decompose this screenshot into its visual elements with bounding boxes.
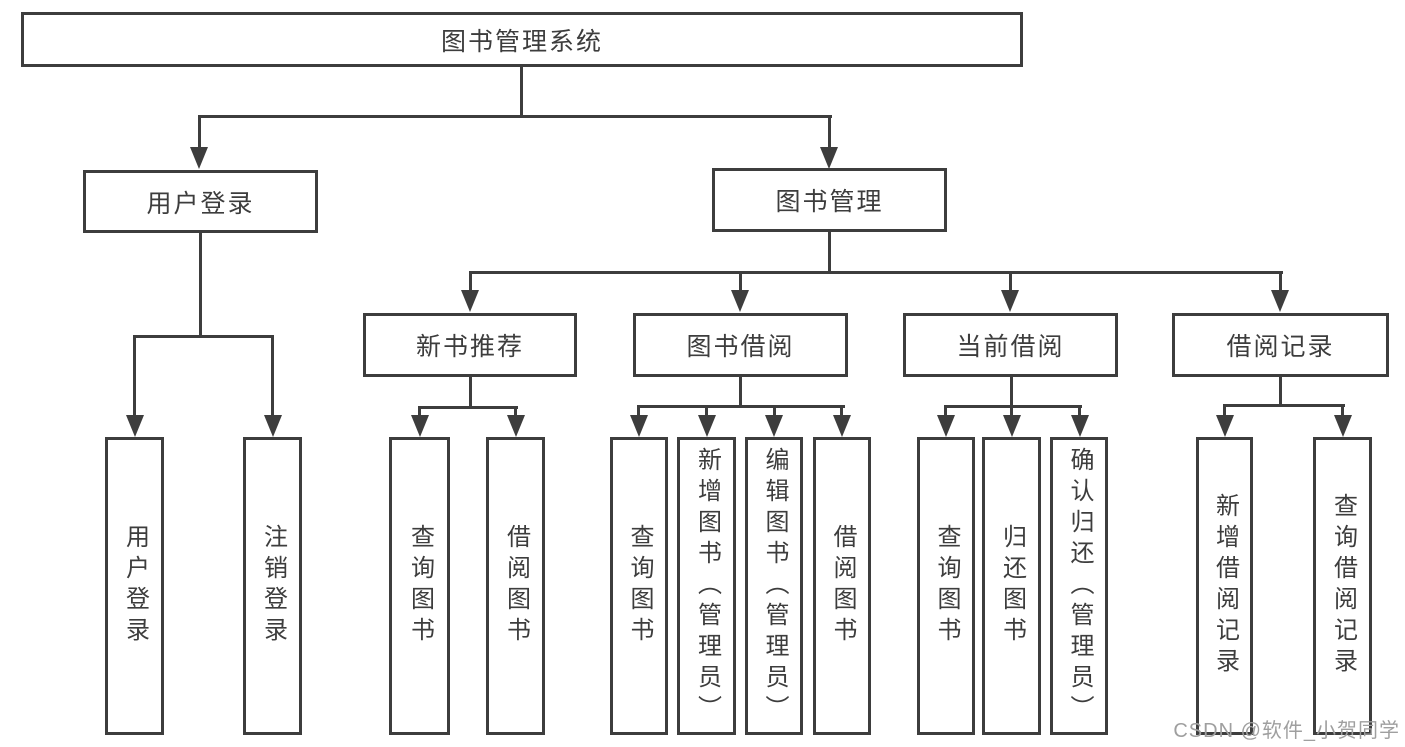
leaf-borrow-edit-admin-label: 编辑图书（管理员）	[761, 446, 788, 726]
leaf-record-add-label: 新增借阅记录	[1211, 493, 1239, 679]
leaf-user-login: 用户登录	[105, 437, 164, 735]
arrow-down-icon	[1071, 415, 1089, 437]
line	[1010, 405, 1013, 417]
arrow-down-icon	[630, 415, 648, 437]
line	[637, 405, 845, 408]
leaf-borrow-add-admin: 新增图书（管理员）	[677, 437, 736, 735]
arrow-down-icon	[1003, 415, 1021, 437]
line	[271, 335, 274, 416]
node-user-login: 用户登录	[83, 170, 318, 233]
line	[1223, 404, 1226, 417]
arrow-down-icon	[126, 415, 144, 437]
node-book-borrowing-label: 图书借阅	[686, 333, 795, 361]
line	[133, 335, 274, 338]
arrow-down-icon	[1001, 290, 1019, 312]
line	[418, 406, 421, 417]
line	[705, 405, 708, 417]
arrow-down-icon	[937, 415, 955, 437]
line	[133, 335, 136, 416]
line	[469, 271, 472, 292]
leaf-newbook-borrow: 借阅图书	[486, 437, 545, 735]
line	[1223, 404, 1345, 407]
line	[637, 405, 640, 417]
node-new-book-recommend: 新书推荐	[363, 313, 577, 377]
line	[828, 232, 831, 274]
arrow-down-icon	[507, 415, 525, 437]
arrow-down-icon	[190, 147, 208, 169]
line	[1009, 271, 1012, 292]
node-book-borrowing: 图书借阅	[633, 313, 848, 377]
line	[198, 115, 201, 149]
node-borrowing-records: 借阅记录	[1172, 313, 1389, 377]
arrow-down-icon	[698, 415, 716, 437]
leaf-record-query-label: 查询借阅记录	[1329, 493, 1357, 679]
leaf-current-query-label: 查询图书	[933, 524, 960, 648]
line	[469, 377, 472, 409]
node-borrowing-records-label: 借阅记录	[1226, 333, 1335, 361]
node-book-management: 图书管理	[712, 168, 947, 232]
leaf-record-add: 新增借阅记录	[1196, 437, 1253, 735]
arrow-down-icon	[820, 147, 838, 169]
leaf-current-return: 归还图书	[982, 437, 1041, 735]
line	[828, 115, 831, 149]
line	[199, 233, 202, 337]
arrow-down-icon	[264, 415, 282, 437]
leaf-borrow-book-label: 借阅图书	[829, 524, 856, 648]
line	[520, 67, 523, 117]
arrow-down-icon	[765, 415, 783, 437]
line	[944, 405, 1082, 408]
line	[773, 405, 776, 417]
line	[198, 115, 832, 118]
leaf-logout: 注销登录	[243, 437, 302, 735]
node-user-login-label: 用户登录	[146, 189, 255, 218]
leaf-user-login-label: 用户登录	[121, 524, 149, 648]
line	[739, 377, 742, 408]
node-book-management-label: 图书管理	[775, 188, 884, 216]
csdn-watermark: CSDN @软件_小贺同学	[1173, 720, 1400, 742]
node-current-borrowing-label: 当前借阅	[956, 333, 1065, 361]
line	[1010, 377, 1013, 408]
line	[944, 405, 947, 417]
line	[1078, 405, 1081, 417]
line	[418, 406, 518, 409]
leaf-newbook-borrow-label: 借阅图书	[502, 524, 530, 648]
leaf-logout-label: 注销登录	[259, 524, 287, 648]
arrow-down-icon	[833, 415, 851, 437]
node-root: 图书管理系统	[21, 12, 1023, 67]
leaf-current-confirm-admin-label: 确认归还（管理员）	[1066, 446, 1093, 726]
line	[469, 271, 1283, 274]
leaf-current-confirm-admin: 确认归还（管理员）	[1050, 437, 1108, 735]
leaf-borrow-query-label: 查询图书	[626, 524, 653, 648]
line	[1279, 271, 1282, 292]
leaf-borrow-query: 查询图书	[610, 437, 668, 735]
leaf-newbook-query-label: 查询图书	[406, 524, 434, 648]
node-root-label: 图书管理系统	[440, 27, 603, 56]
arrow-down-icon	[1271, 290, 1289, 312]
line	[840, 405, 843, 417]
line	[1279, 377, 1282, 407]
leaf-borrow-edit-admin: 编辑图书（管理员）	[745, 437, 803, 735]
arrow-down-icon	[731, 290, 749, 312]
node-current-borrowing: 当前借阅	[903, 313, 1118, 377]
leaf-current-query: 查询图书	[917, 437, 975, 735]
arrow-down-icon	[411, 415, 429, 437]
line	[514, 406, 517, 417]
line	[1341, 404, 1344, 417]
leaf-current-return-label: 归还图书	[998, 524, 1026, 648]
leaf-newbook-query: 查询图书	[389, 437, 450, 735]
arrow-down-icon	[461, 290, 479, 312]
arrow-down-icon	[1216, 415, 1234, 437]
leaf-borrow-add-admin-label: 新增图书（管理员）	[693, 446, 721, 726]
node-new-book-recommend-label: 新书推荐	[415, 333, 524, 361]
leaf-borrow-book: 借阅图书	[813, 437, 871, 735]
line	[739, 271, 742, 292]
leaf-record-query: 查询借阅记录	[1313, 437, 1372, 735]
arrow-down-icon	[1334, 415, 1352, 437]
